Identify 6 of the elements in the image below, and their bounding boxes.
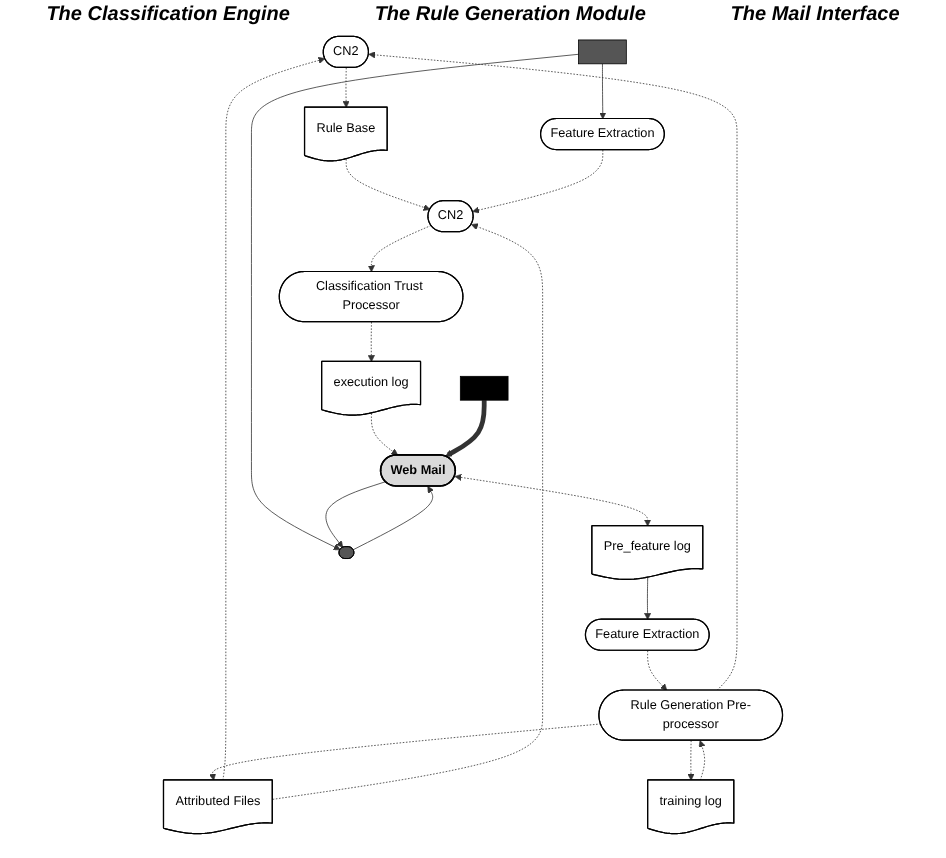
section-title: The Mail Interface (730, 4, 900, 26)
section-title: The Classification Engine (46, 4, 290, 26)
node-box (459, 375, 509, 401)
node-box (578, 39, 627, 65)
section-title: The Rule Generation Module (374, 4, 646, 26)
arrow (445, 400, 487, 457)
